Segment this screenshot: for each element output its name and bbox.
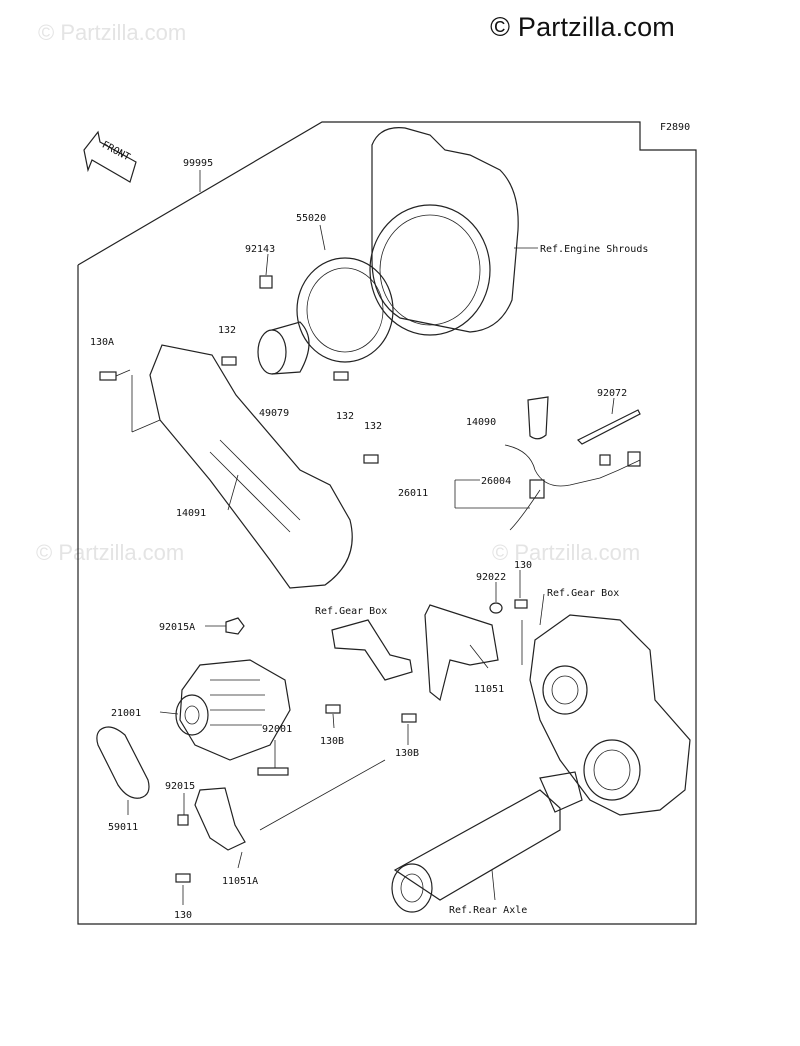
harness-26011 xyxy=(504,444,641,531)
bolt-132-a xyxy=(221,356,237,366)
bolt-92001 xyxy=(257,767,289,776)
part-label-92022: 92022 xyxy=(476,572,506,583)
alternator-21001 xyxy=(175,659,291,761)
bolt-130-upper xyxy=(514,599,528,609)
part-label-11051: 11051 xyxy=(474,684,504,695)
rear-axle xyxy=(391,771,583,913)
cover-14091 xyxy=(149,344,353,589)
part-label-132-c: 132 xyxy=(364,421,382,432)
bracket-11051A xyxy=(194,787,246,851)
leader-lines xyxy=(127,170,615,905)
ref-gear-box-left: Ref.Gear Box xyxy=(315,606,387,617)
part-label-130-lower: 130 xyxy=(174,910,192,921)
bolt-130A xyxy=(99,369,131,381)
part-label-55020: 55020 xyxy=(296,213,326,224)
pin-92143 xyxy=(259,275,273,289)
boot-14090 xyxy=(527,396,549,440)
bracket-11051 xyxy=(424,604,499,702)
washer-92022 xyxy=(489,602,503,614)
bolt-132-b xyxy=(333,371,349,381)
bolt-132-c xyxy=(363,454,379,464)
part-label-132-a: 132 xyxy=(218,325,236,336)
part-label-14090: 14090 xyxy=(466,417,496,428)
ref-engine-shrouds: Ref.Engine Shrouds xyxy=(540,244,648,255)
part-label-92015: 92015 xyxy=(165,781,195,792)
part-label-92015A: 92015A xyxy=(159,622,195,633)
brand-title: © Partzilla.com xyxy=(490,12,675,42)
band-92072 xyxy=(576,409,641,445)
belt-59011 xyxy=(96,726,150,799)
gear-box xyxy=(529,614,691,816)
ref-rear-axle: Ref.Rear Axle xyxy=(449,905,527,916)
watermark: © Partzilla.com xyxy=(492,540,641,565)
part-label-130B-1: 130B xyxy=(320,736,344,747)
part-label-130B-2: 130B xyxy=(395,748,419,759)
part-label-21001: 21001 xyxy=(111,708,141,719)
part-label-49079: 49079 xyxy=(259,408,289,419)
part-label-99995: 99995 xyxy=(183,158,213,169)
front-label: FRONT xyxy=(100,140,132,164)
diagram-frame xyxy=(77,121,697,925)
part-label-92143: 92143 xyxy=(245,244,275,255)
bracket-gearbox-left xyxy=(331,619,413,681)
figure-code: F2890 xyxy=(660,122,690,133)
part-label-11051A: 11051A xyxy=(222,876,258,887)
seal-49079 xyxy=(257,321,310,375)
ref-gear-box-right: Ref.Gear Box xyxy=(547,588,619,599)
watermark: © Partzilla.com xyxy=(38,20,187,45)
part-label-130A: 130A xyxy=(90,337,114,348)
nut-92015 xyxy=(177,814,189,826)
nut-92015A xyxy=(225,617,245,635)
part-label-26004: 26004 xyxy=(481,476,511,487)
part-label-26011: 26011 xyxy=(398,488,428,499)
engine-shroud xyxy=(369,127,519,336)
bolt-130-lower xyxy=(175,873,191,883)
part-label-92072: 92072 xyxy=(597,388,627,399)
part-label-92001: 92001 xyxy=(262,724,292,735)
bolt-130B-1 xyxy=(325,704,341,714)
part-label-130-upper: 130 xyxy=(514,560,532,571)
watermark: © Partzilla.com xyxy=(36,540,185,565)
part-label-14091: 14091 xyxy=(176,508,206,519)
part-label-59011: 59011 xyxy=(108,822,138,833)
gasket-55020 xyxy=(296,257,394,363)
bolt-130B-2 xyxy=(401,713,417,723)
part-label-132-b: 132 xyxy=(336,411,354,422)
front-arrow-icon: FRONT xyxy=(83,130,137,183)
